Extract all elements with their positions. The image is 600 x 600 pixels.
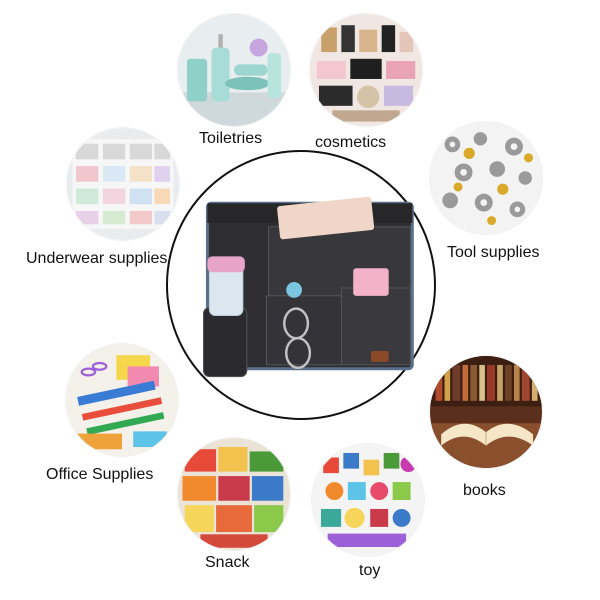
cosmetics-photo: [310, 14, 422, 126]
toy-photo: [312, 444, 424, 556]
bedside-caddy-illustration: [202, 196, 414, 378]
snack-label: Snack: [205, 554, 250, 571]
books-photo: [430, 356, 542, 468]
cosmetics-label: cosmetics: [315, 134, 387, 151]
tool-supplies-label: Tool supplies: [447, 244, 540, 261]
underwear-supplies-label: Underwear supplies: [26, 250, 168, 267]
tool-supplies-photo: [430, 122, 542, 234]
snack-photo: [178, 438, 290, 550]
toiletries-photo: [178, 14, 290, 126]
organizer-product-circle: [166, 150, 436, 420]
toy-label: toy: [359, 562, 381, 579]
underwear-supplies-photo: [67, 128, 179, 240]
books-label: books: [463, 482, 506, 499]
toiletries-label: Toiletries: [199, 130, 263, 147]
office-supplies-label: Office Supplies: [46, 466, 154, 483]
office-supplies-photo: [66, 344, 178, 456]
